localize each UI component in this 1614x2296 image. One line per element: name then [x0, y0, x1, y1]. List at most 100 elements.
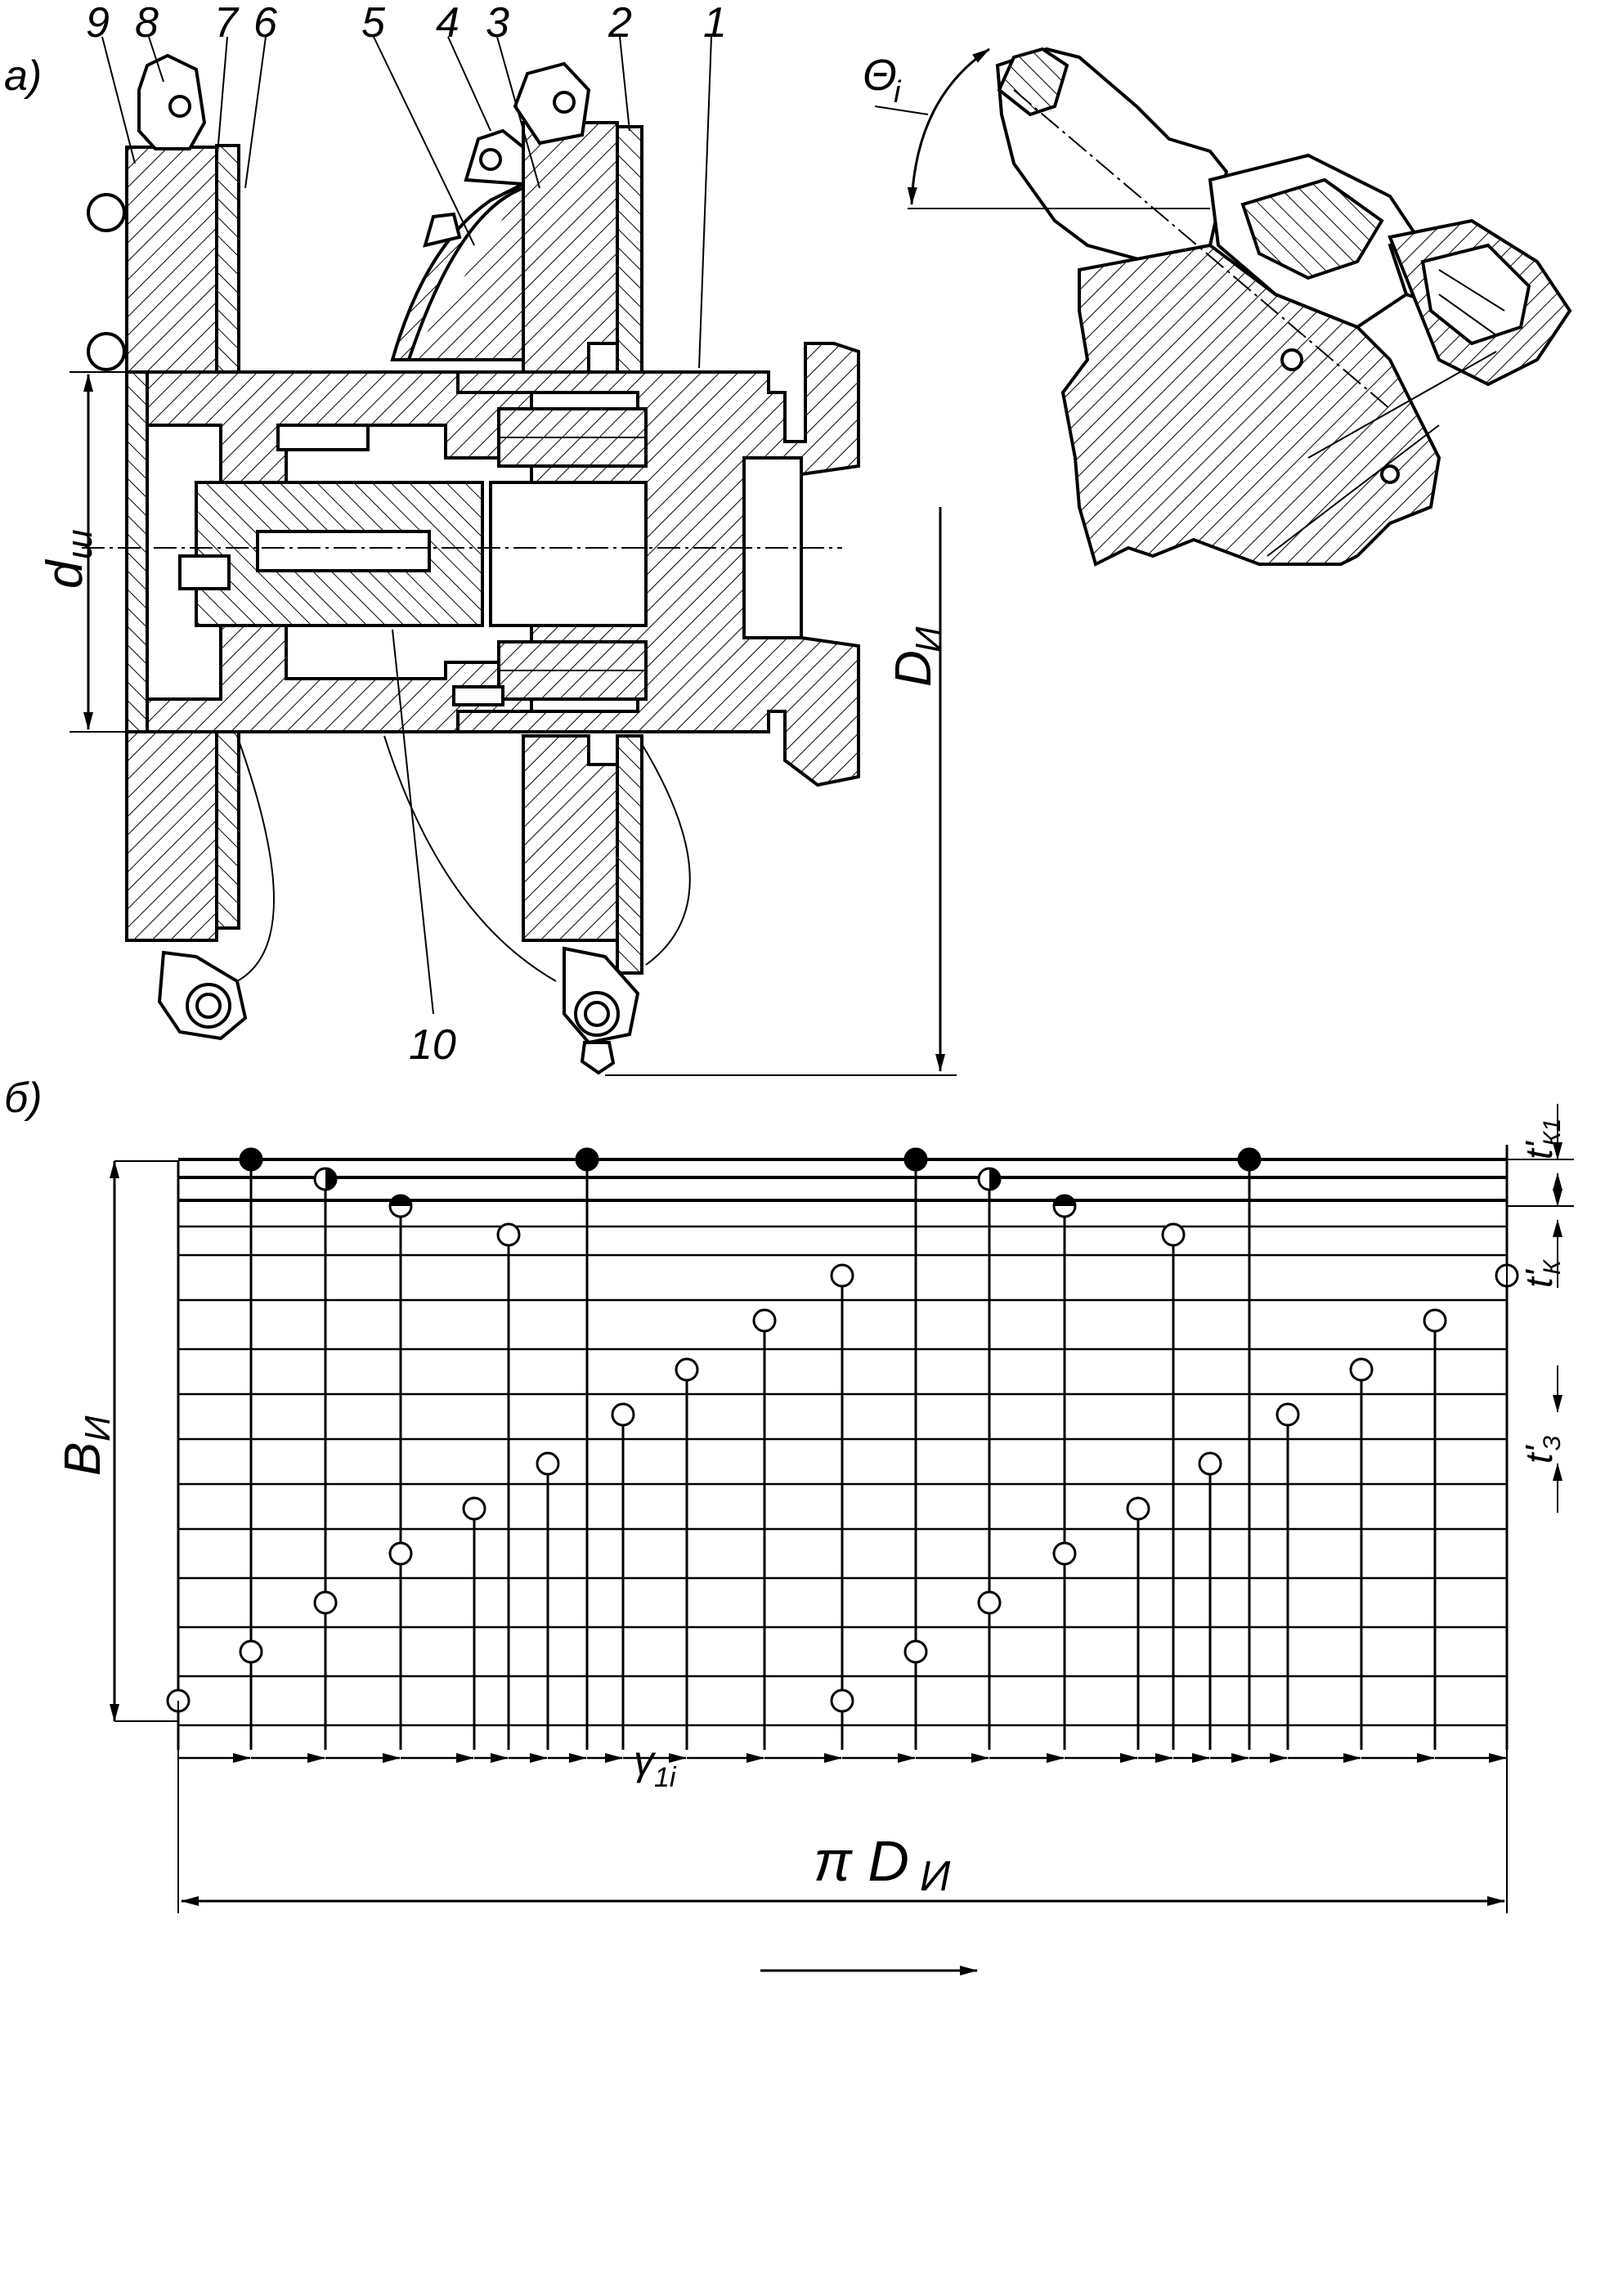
- part-leaders: [101, 36, 712, 1015]
- angle-theta-dimension: [874, 47, 1210, 209]
- width-label: B И: [55, 1415, 118, 1476]
- marker-circle: [1349, 1357, 1374, 1382]
- cutter-marker-half: [313, 1167, 338, 1191]
- part-number-9: 9: [86, 0, 110, 47]
- t-k1-label: t' К1: [1518, 1119, 1566, 1159]
- part-number-5: 5: [361, 0, 386, 47]
- circumference-label: π D: [814, 1829, 909, 1893]
- part-number-6: 6: [253, 0, 277, 47]
- pick-top-middle: [423, 128, 525, 248]
- marker-circle: [1276, 1402, 1300, 1427]
- marker-circle: [830, 1263, 854, 1288]
- marker-circle: [1237, 1147, 1262, 1172]
- marker-circle: [388, 1541, 413, 1566]
- view-b-label: б): [4, 1074, 43, 1122]
- pick-bottom-left: [157, 950, 248, 1041]
- marker-circle: [977, 1590, 1002, 1615]
- marker-circle: [575, 1147, 599, 1172]
- cutter-marker-open: [977, 1590, 1002, 1615]
- marker-circle: [462, 1496, 486, 1521]
- cutter-marker-open: [313, 1590, 338, 1615]
- view-a-section: [82, 53, 860, 1075]
- part-number-10: 10: [409, 1021, 456, 1069]
- marker-circle: [830, 1688, 854, 1713]
- view-a-label: а): [4, 52, 42, 100]
- marker-circle: [1126, 1496, 1150, 1521]
- marker-fill: [1054, 1195, 1075, 1206]
- shaft-diameter-dimension: [69, 371, 127, 733]
- pick-holder-detail: [995, 47, 1572, 567]
- cutter-marker-filled: [1237, 1147, 1262, 1172]
- marker-circle: [239, 1639, 263, 1664]
- cutter-marker-open: [536, 1451, 560, 1476]
- cutter-marker-open: [675, 1357, 699, 1382]
- svg-text:И: И: [78, 1415, 118, 1442]
- part-number-1: 1: [703, 0, 727, 47]
- pick-bottom-right: [563, 946, 640, 1075]
- cutter-marker-half: [977, 1167, 1002, 1191]
- svg-text:К1: К1: [1539, 1119, 1566, 1146]
- shaft-diameter-label: d ш: [37, 529, 100, 589]
- marker-circle: [313, 1590, 338, 1615]
- angle-theta-sub: i: [894, 75, 902, 110]
- part-number-8: 8: [135, 0, 159, 47]
- cutter-marker-half-top: [388, 1194, 413, 1218]
- cutter-marker-open: [239, 1639, 263, 1664]
- cutter-marker-open: [1126, 1496, 1150, 1521]
- svg-text:t': t': [1518, 1268, 1560, 1288]
- cutter-marker-open: [1423, 1308, 1447, 1333]
- gamma-label: γ: [634, 1738, 657, 1783]
- marker-fill: [989, 1168, 1000, 1190]
- part-number-7: 7: [214, 0, 240, 47]
- part-number-2: 2: [607, 0, 632, 47]
- part-number-4: 4: [436, 0, 460, 47]
- cutter-marker-open: [1161, 1222, 1186, 1247]
- marker-circle: [903, 1639, 928, 1664]
- cutter-marker-filled: [575, 1147, 599, 1172]
- tool-diameter-dimension: [605, 507, 957, 1076]
- marker-circle: [1161, 1222, 1186, 1247]
- marker-circle: [1423, 1308, 1447, 1333]
- marker-fill: [325, 1168, 336, 1190]
- marker-circle: [496, 1222, 521, 1247]
- cutter-marker-open: [903, 1639, 928, 1664]
- pick-top-right: [513, 61, 591, 146]
- marker-circle: [611, 1402, 635, 1427]
- cutter-marker-open: [752, 1308, 777, 1333]
- cutter-marker-open: [830, 1688, 854, 1713]
- angle-theta-label: Θ: [863, 51, 897, 100]
- circumference-sub: И: [920, 1853, 951, 1900]
- cutter-marker-open: [462, 1496, 486, 1521]
- cutter-marker-open: [1276, 1402, 1300, 1427]
- marker-circle: [1052, 1541, 1077, 1566]
- cutter-marker-open: [496, 1222, 521, 1247]
- svg-text:ш: ш: [60, 529, 100, 559]
- svg-text:d: d: [37, 558, 93, 589]
- layout-grid: [114, 1145, 1574, 1727]
- cutter-marker-open: [611, 1402, 635, 1427]
- marker-circle: [675, 1357, 699, 1382]
- tool-diameter-label: D И: [885, 626, 948, 687]
- cutter-marker-filled: [903, 1147, 928, 1172]
- circumference-dimension: [177, 1161, 1508, 1913]
- cutter-marker-open: [1198, 1451, 1222, 1476]
- gamma-sub: 1i: [654, 1762, 677, 1793]
- cutter-marker-open: [388, 1541, 413, 1566]
- layout-markers: [166, 1147, 1519, 1713]
- cutter-marker-half-top: [1052, 1194, 1077, 1218]
- marker-circle: [903, 1147, 928, 1172]
- svg-text:D: D: [885, 650, 942, 687]
- marker-circle: [536, 1451, 560, 1476]
- svg-text:З: З: [1539, 1436, 1566, 1451]
- t-k-label: t' К: [1518, 1258, 1566, 1288]
- cutter-marker-open: [830, 1263, 854, 1288]
- pick-top-left: [87, 53, 207, 371]
- cutter-marker-open: [1052, 1541, 1077, 1566]
- marker-circle: [1198, 1451, 1222, 1476]
- layout-stems: [177, 1159, 1509, 1750]
- svg-text:К: К: [1539, 1258, 1566, 1275]
- svg-text:И: И: [908, 626, 948, 652]
- marker-circle: [239, 1147, 263, 1172]
- part-number-3: 3: [486, 0, 509, 47]
- cutter-marker-open: [1349, 1357, 1374, 1382]
